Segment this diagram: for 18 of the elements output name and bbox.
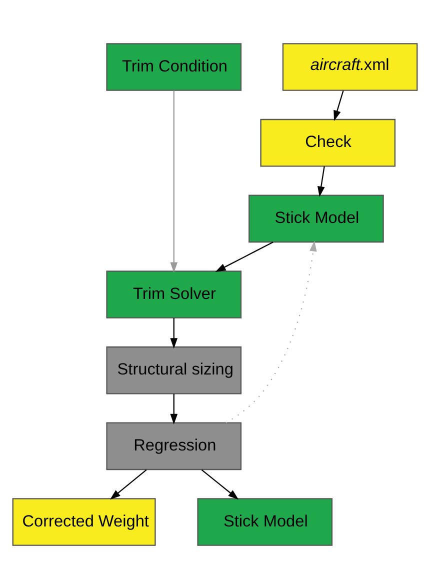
arrow xyxy=(110,468,147,500)
arrow xyxy=(170,318,178,348)
node-box: Trim Solver xyxy=(106,270,242,318)
node-box: Regression xyxy=(106,422,242,470)
node-box: Trim Condition xyxy=(106,42,242,90)
arrow xyxy=(201,468,239,500)
node-box: aircraft.xml xyxy=(282,42,418,90)
node-box: Corrected Weight xyxy=(12,498,156,546)
arrow xyxy=(170,90,178,272)
arrow xyxy=(215,241,274,272)
node-box: Structural sizing xyxy=(106,346,242,394)
node-box: Stick Model xyxy=(197,498,333,546)
arrow xyxy=(226,240,317,423)
arrow xyxy=(317,166,325,196)
node-box: Stick Model xyxy=(248,194,384,242)
node-box: Check xyxy=(260,118,396,166)
arrow xyxy=(170,393,178,424)
arrow xyxy=(334,90,344,121)
